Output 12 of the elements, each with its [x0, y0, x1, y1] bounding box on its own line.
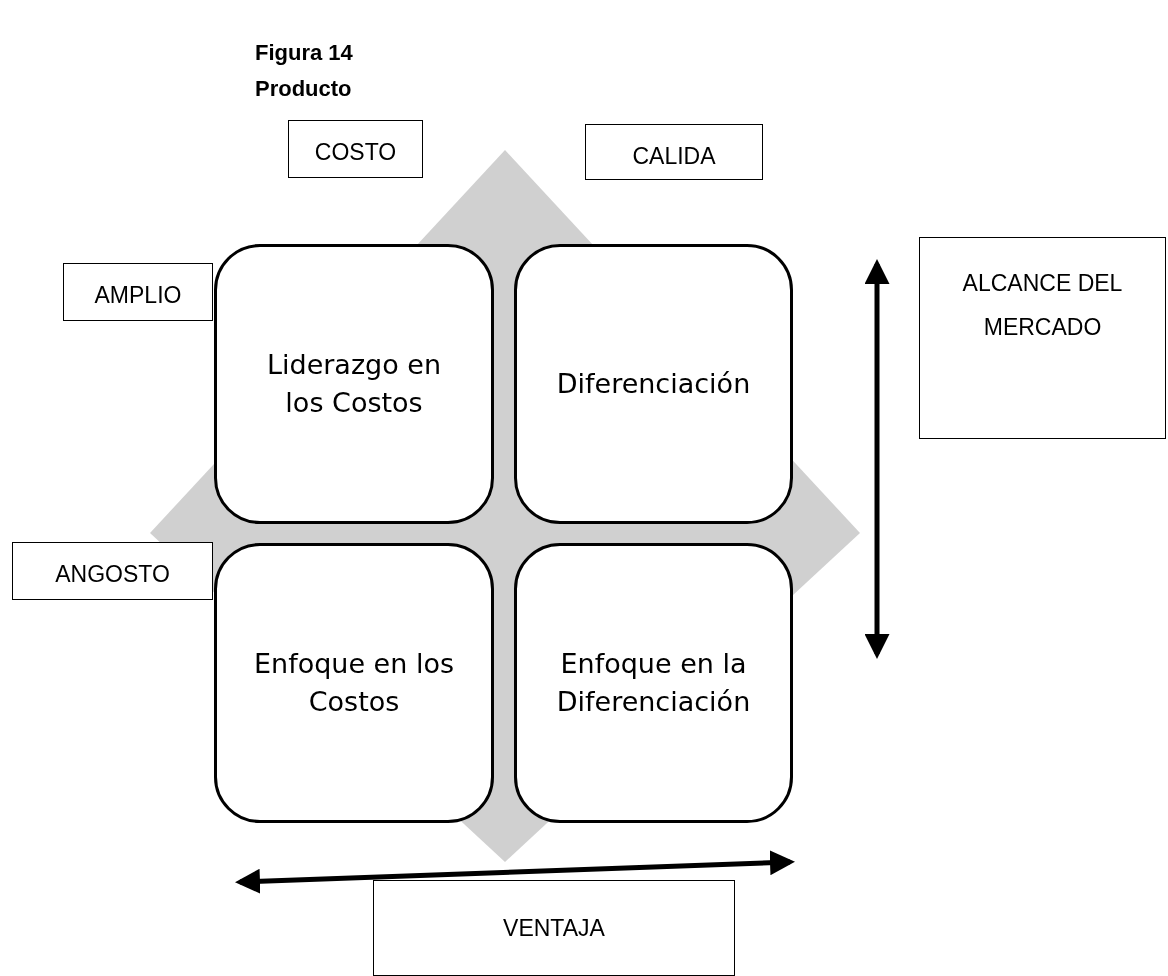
axis-label: ALCANCE DEL MERCADO [919, 237, 1166, 439]
axis-label: AMPLIO [63, 263, 213, 321]
strategy-box: Enfoque en los Costos [214, 543, 494, 823]
axis-label: CALIDA [585, 124, 763, 180]
strategy-box: Diferenciación [514, 244, 793, 524]
axis-label: COSTO [288, 120, 423, 178]
axis-label: ANGOSTO [12, 542, 213, 600]
strategy-box: Liderazgo en los Costos [214, 244, 494, 524]
figure-caption: Producto [255, 76, 352, 102]
axis-label: VENTAJA [373, 880, 735, 976]
figure-title: Figura 14 [255, 40, 353, 66]
strategy-box: Enfoque en la Diferenciación [514, 543, 793, 823]
